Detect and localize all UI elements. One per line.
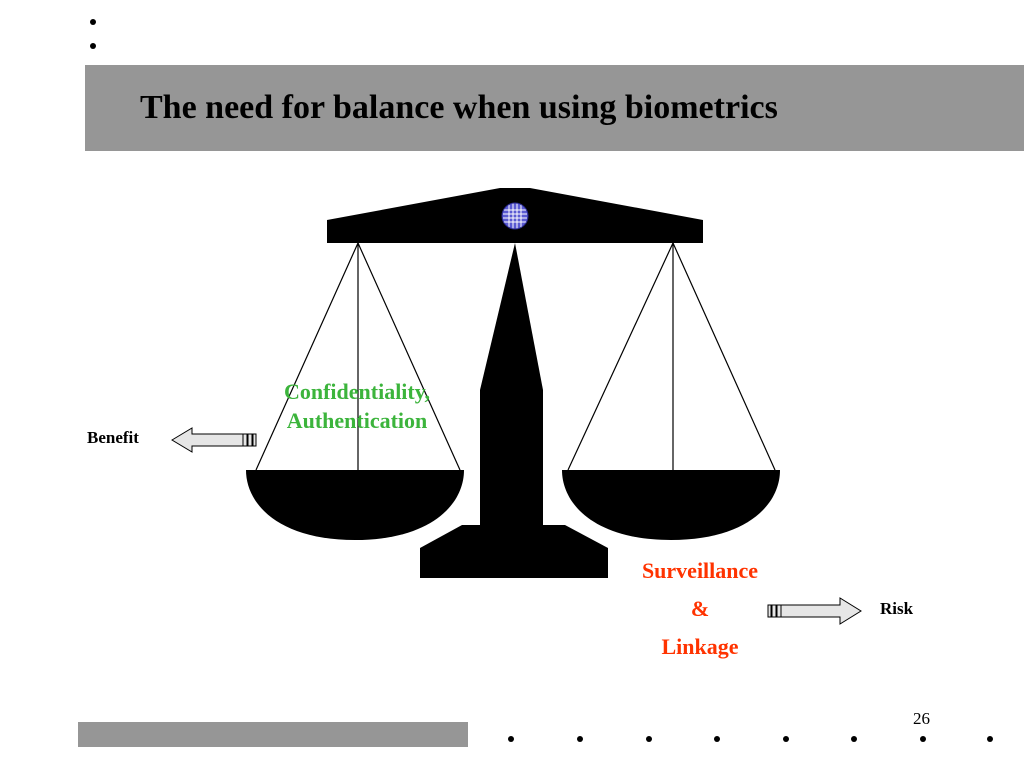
scale-pillar [480,243,543,528]
benefit-label: Benefit [87,428,139,447]
right-label-line1: Surveillance [641,558,759,583]
risk-label: Risk [880,599,914,618]
left-label-line2: Authentication [286,408,428,433]
footer-bar [78,722,468,747]
left-pan-strings [255,242,461,471]
left-label-line1: Confidentiality, [283,379,431,404]
left-pan-label: Confidentiality, Authentication [252,377,462,435]
right-pan-strings [567,242,776,471]
risk-arrow-icon [767,597,862,625]
bullet-dot [90,19,96,25]
slide-title: The need for balance when using biometri… [140,89,778,126]
footer-dot [577,736,583,742]
footer-dot [783,736,789,742]
right-pan [562,470,780,540]
right-label-line2: & [690,596,710,621]
page-number: 26 [913,709,930,728]
benefit-arrow-icon [171,427,257,453]
footer-dot [714,736,720,742]
right-label-line3: Linkage [661,634,739,659]
footer-dot [920,736,926,742]
footer-dot [508,736,514,742]
right-pan-label: Surveillance & Linkage [610,552,790,666]
pivot-globe-icon [501,202,529,230]
scale-base [420,525,608,578]
footer-dot [851,736,857,742]
bullet-dot [90,43,96,49]
footer-dot [646,736,652,742]
title-bar: The need for balance when using biometri… [85,65,1024,151]
left-pan [246,470,464,540]
footer-dot [987,736,993,742]
